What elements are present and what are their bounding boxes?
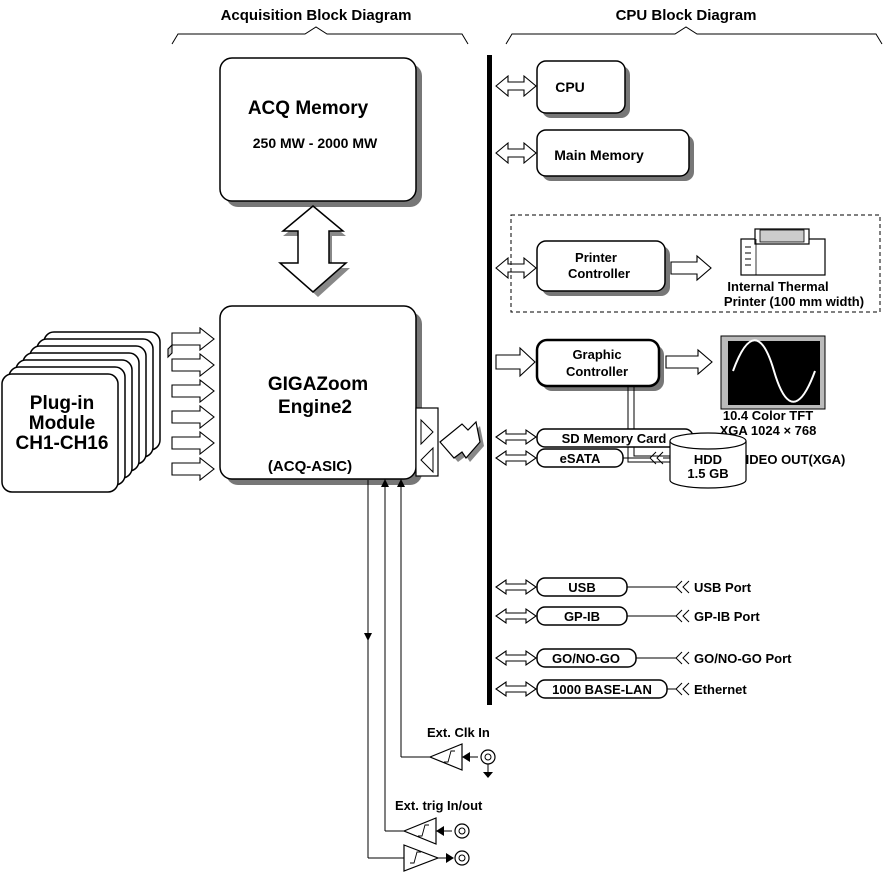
graphic-controller-line2: Controller [566, 364, 628, 379]
graphic-to-display-arrow [665, 348, 713, 376]
esata-label: eSATA [560, 451, 601, 466]
printer-controller-line2: Controller [568, 266, 630, 281]
plugin-line1: Plug-in [30, 393, 94, 414]
display-label-line1: 10.4 Color TFT [723, 408, 813, 423]
ext-trig-out-buffer [403, 844, 470, 872]
ethernet-label: Ethernet [694, 682, 747, 697]
heading-acquisition-brace [171, 26, 469, 45]
engine-line3: (ACQ-ASIC) [268, 458, 352, 475]
engine-line2: Engine2 [278, 397, 352, 418]
usb-block: USB USB Port [536, 577, 752, 597]
video-out-label: VIDEO OUT(XGA) [737, 452, 845, 467]
thermal-printer-icon [740, 228, 826, 276]
gpib-label: GP-IB [564, 609, 600, 624]
channel-input-arrows [167, 326, 215, 482]
plugin-module-stack: Plug-in Module CH1-CH16 [1, 331, 161, 493]
graphic-controller-block: Graphic Controller [535, 338, 664, 391]
graphic-controller-line1: Graphic [572, 347, 621, 362]
cpu-block: CPU [536, 60, 630, 118]
hdd-line2: 1.5 GB [687, 466, 728, 481]
gonogo-block: GO/NO-GO GO/NO-GO Port [536, 648, 792, 668]
tft-display-icon [720, 335, 826, 410]
main-memory-block: Main Memory [536, 129, 694, 181]
usb-port-label: USB Port [694, 580, 752, 595]
lan-label: 1000 BASE-LAN [552, 682, 652, 697]
main-memory-label: Main Memory [554, 147, 644, 163]
sd-card-block: SD Memory Card [536, 428, 694, 448]
cpu-label: CPU [555, 79, 585, 95]
printer-option-frame [510, 214, 881, 313]
memory-bus-arrow [278, 205, 350, 297]
engine-line1: GIGAZoom [268, 374, 368, 395]
ext-clk-in-label: Ext. Clk In [427, 725, 490, 740]
external-signal-lines [364, 479, 430, 859]
esata-block: eSATA [536, 448, 670, 468]
hdd-icon: HDD 1.5 GB [669, 432, 747, 489]
acq-memory-title: ACQ Memory [248, 98, 369, 119]
heading-cpu: CPU Block Diagram [616, 7, 757, 24]
printer-label-line1: Internal Thermal [727, 279, 828, 294]
gpib-block: GP-IB GP-IB Port [536, 606, 760, 626]
printer-arrow [670, 254, 712, 282]
gigazoom-engine-block: GIGAZoom Engine2 (ACQ-ASIC) [219, 305, 439, 485]
gpib-port-label: GP-IB Port [694, 609, 760, 624]
lan-block: 1000 BASE-LAN Ethernet [536, 679, 747, 699]
plugin-line2: Module [29, 413, 96, 434]
gonogo-port-label: GO/NO-GO Port [694, 651, 792, 666]
heading-acquisition: Acquisition Block Diagram [221, 7, 412, 24]
printer-controller-line1: Printer [575, 250, 617, 265]
heading-cpu-brace [505, 26, 883, 45]
bus-to-graphic-arrow [495, 346, 536, 378]
gonogo-label: GO/NO-GO [552, 651, 620, 666]
acq-memory-range: 250 MW - 2000 MW [253, 135, 378, 151]
plugin-line3: CH1-CH16 [16, 433, 109, 454]
ext-trig-label: Ext. trig In/out [395, 798, 483, 813]
cpu-bus [487, 55, 492, 705]
engine-bus-connector [439, 420, 484, 462]
printer-label-line2: Printer (100 mm width) [724, 294, 864, 309]
usb-label: USB [568, 580, 595, 595]
bus-double-arrows [495, 74, 537, 698]
ext-trig-in-buffer [402, 817, 470, 845]
sd-card-label: SD Memory Card [562, 431, 667, 446]
printer-controller-block: Printer Controller [536, 240, 670, 296]
hdd-line1: HDD [694, 452, 722, 467]
display-label-line2: XGA 1024 × 768 [720, 423, 817, 438]
ext-clk-buffer [428, 743, 496, 778]
acq-memory-block: ACQ Memory 250 MW - 2000 MW [219, 57, 422, 207]
